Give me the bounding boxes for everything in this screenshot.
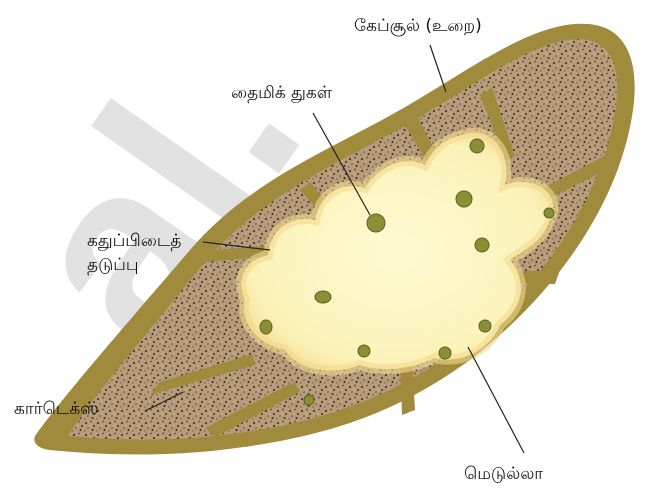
thymic-body (456, 191, 472, 207)
thymic-body (479, 320, 491, 332)
thymic-body (358, 345, 370, 357)
septum-label-line2: தடுப்பு (87, 255, 139, 275)
thymic-body (260, 320, 272, 334)
thymic-body (304, 395, 314, 405)
thymic-body (475, 238, 489, 252)
capsule-leader (430, 45, 446, 92)
medulla-leader (468, 347, 524, 453)
cortex-label: கார்டெக்ஸ் (14, 399, 99, 419)
medulla (241, 133, 553, 371)
thymic-body (544, 208, 554, 218)
septum-label-line1: கதுப்பிடைத் (87, 231, 181, 251)
thymic-bodies-label: தைமிக் துகள் (231, 83, 332, 103)
thymic-body (470, 139, 484, 153)
thymic-body (315, 291, 331, 303)
thymic-body (367, 214, 385, 232)
medulla-label: மெடுல்லா (464, 464, 543, 484)
thymic-body (439, 347, 451, 359)
capsule-label: கேப்சூல் (உறை) (354, 16, 482, 36)
